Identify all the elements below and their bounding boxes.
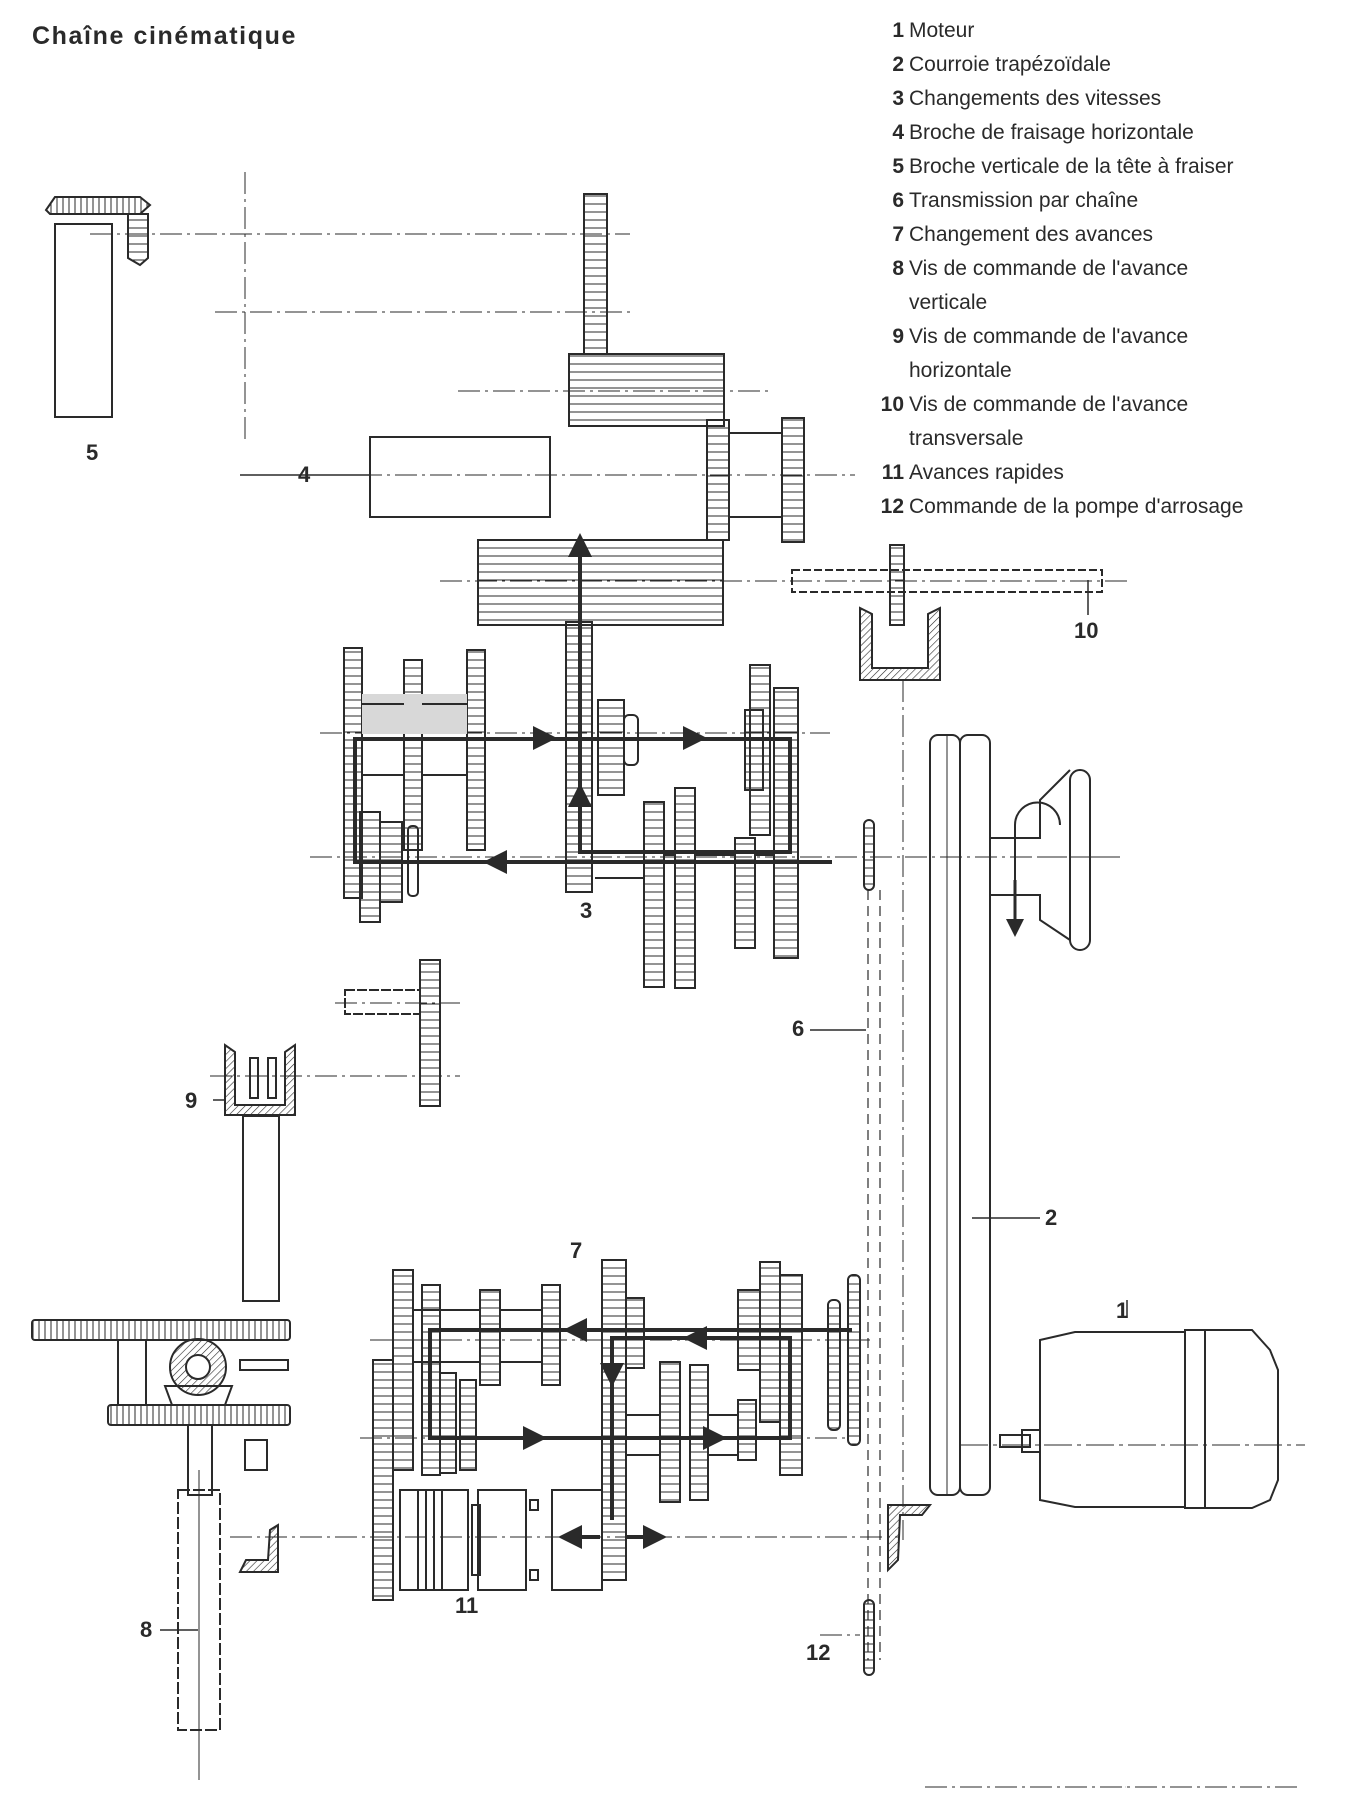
vertical-feed-bevel-gearbox	[31, 1319, 291, 1496]
upper-left-shaft-gear	[344, 959, 441, 1107]
callout-10: 10	[1074, 618, 1099, 643]
callout-2: 2	[1045, 1205, 1058, 1230]
bevel-gear-right	[887, 1504, 933, 1573]
legend-item-10-cont: transversale	[909, 427, 1024, 450]
vertical-spindle-head	[44, 196, 152, 418]
callout-5: 5	[86, 440, 99, 465]
power-flow-gearbox-3	[353, 533, 832, 874]
feed-gearbox	[372, 1259, 861, 1601]
top-gear-stack	[477, 193, 805, 626]
diagram-title: Chaîne cinématique	[32, 22, 297, 50]
callout-1: 1	[1116, 1298, 1129, 1323]
transverse-feed-screw	[791, 544, 1103, 681]
legend-item-9-cont: horizontale	[909, 359, 1012, 382]
power-flow-gearbox-7	[428, 1318, 852, 1549]
sprocket-upper	[863, 819, 875, 891]
callout-6: 6	[792, 1016, 805, 1041]
speed-gearbox	[343, 621, 799, 989]
chain-transmission	[867, 890, 881, 1660]
rapid-feed-unit	[399, 1489, 603, 1591]
callout-8: 8	[140, 1617, 153, 1642]
vertical-feed-screw	[160, 1470, 221, 1780]
horizontal-feed-screw	[213, 1043, 296, 1302]
horizontal-spindle	[369, 436, 551, 518]
callout-9: 9	[185, 1088, 198, 1113]
callout-11: 11	[455, 1593, 479, 1618]
callout-12: 12	[806, 1640, 831, 1665]
callout-4: 4	[298, 462, 311, 487]
bevel-gear-left	[238, 1523, 279, 1573]
legend-item-8-cont: verticale	[909, 291, 988, 314]
sprocket-pump	[863, 1599, 875, 1676]
motor	[960, 1300, 1305, 1509]
belt-pulley-and-handwheel	[929, 734, 1120, 1496]
callout-3: 3	[580, 898, 593, 923]
callout-7: 7	[570, 1238, 583, 1263]
